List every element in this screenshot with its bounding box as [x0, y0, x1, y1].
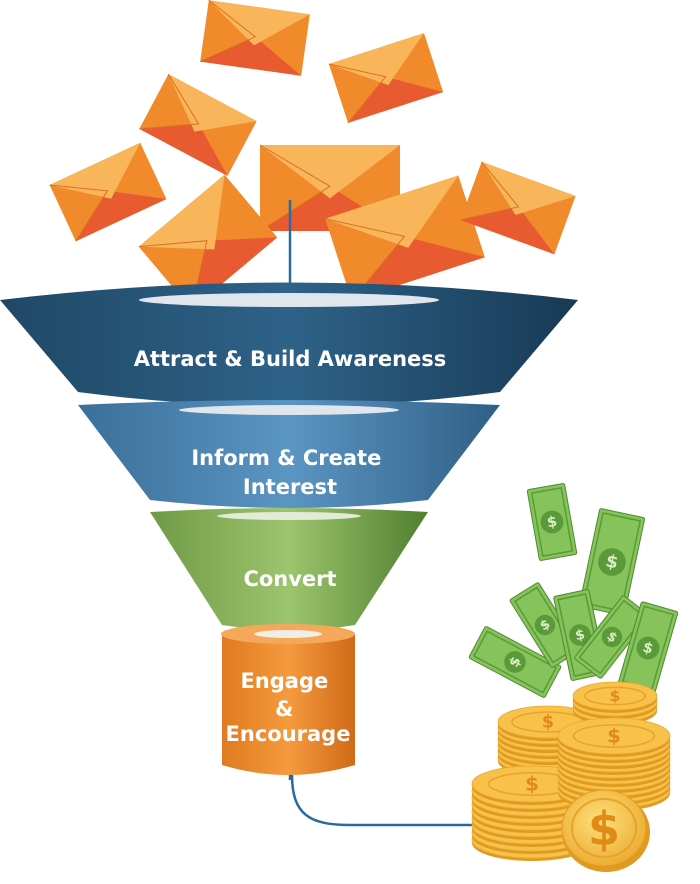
currency-symbol: $ — [607, 724, 621, 747]
stage-line: Encourage — [226, 722, 351, 746]
dollar-bill-icon: $ — [468, 626, 562, 698]
envelope-icon — [328, 33, 444, 124]
coin-icon: $ — [561, 789, 650, 872]
currency-symbol: $ — [546, 514, 559, 532]
stage-line: Convert — [243, 567, 336, 591]
coin-stacks-group: $ $ $ $ $ — [471, 681, 671, 872]
stage-line: & — [275, 697, 293, 721]
dollar-bills-group: $$$$$$$ — [468, 483, 679, 698]
dollar-bill-icon: $ — [509, 582, 581, 668]
dollar-bill-icon: $ — [617, 601, 679, 695]
dollar-bill-icon: $ — [526, 483, 578, 561]
stage-label-attract: Attract & Build Awareness — [134, 347, 447, 371]
coin-stack: $ — [572, 681, 658, 725]
envelopes-group — [49, 0, 576, 310]
stage-line: Inform & Create — [191, 446, 381, 470]
funnel-stage-engage: Engage & Encourage — [221, 624, 355, 775]
stage-label-inform: Inform & Create Interest — [191, 446, 388, 499]
envelope-icon — [139, 73, 257, 176]
currency-symbol: $ — [604, 551, 620, 573]
currency-symbol: $ — [641, 639, 655, 657]
funnel-stage-convert: Convert — [150, 508, 428, 631]
stage-label-convert: Convert — [243, 567, 336, 591]
funnel-stage-inform: Inform & Create Interest — [78, 400, 500, 508]
coin-stack: $ — [557, 717, 671, 811]
envelope-icon — [325, 175, 485, 301]
dollar-bill-icon: $ — [574, 595, 650, 679]
currency-symbol: $ — [525, 772, 539, 795]
currency-symbol: $ — [588, 802, 620, 856]
dollar-bill-icon: $ — [578, 508, 646, 616]
envelope-icon — [199, 0, 310, 76]
stage-line: Engage — [240, 669, 328, 693]
stage-label-engage: Engage & Encourage — [226, 669, 351, 746]
currency-symbol: $ — [574, 626, 587, 644]
envelope-icon — [49, 142, 167, 242]
envelope-icon — [460, 161, 576, 255]
currency-symbol: $ — [610, 687, 621, 705]
currency-symbol: $ — [542, 713, 554, 733]
stage-line: Interest — [243, 475, 337, 499]
funnel-stage-attract: Attract & Build Awareness — [0, 282, 578, 406]
stage-line: Attract & Build Awareness — [134, 347, 447, 371]
